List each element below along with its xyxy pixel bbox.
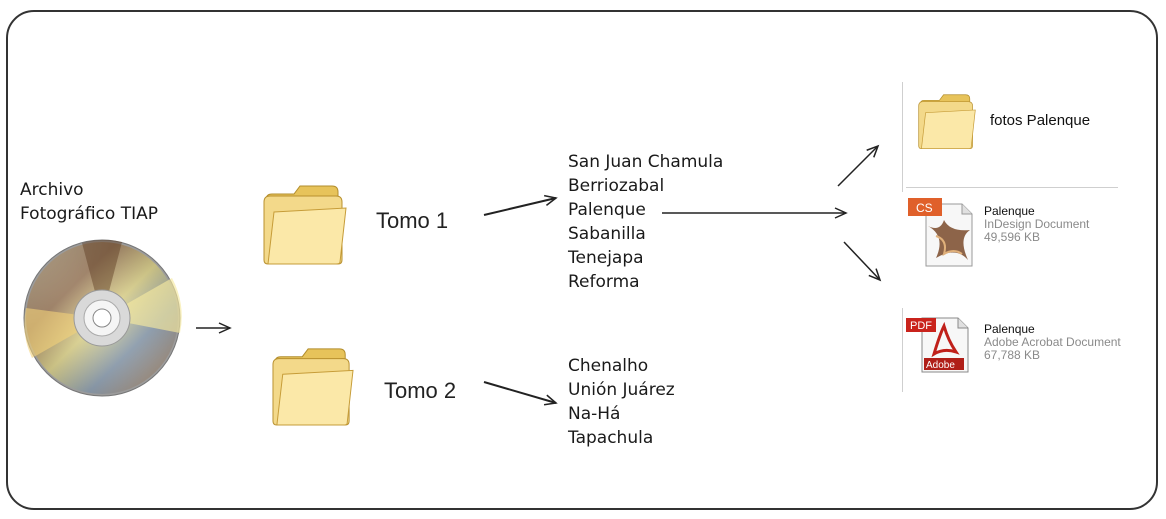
brand-text: Adobe: [926, 360, 955, 371]
tomo1-list: San Juan Chamula Berriozabal Palenque Sa…: [568, 150, 723, 294]
source-label-line2: Fotográfico TIAP: [20, 204, 158, 224]
file-size: 67,788 KB: [984, 348, 1041, 362]
file-type: InDesign Document: [984, 217, 1090, 231]
pdf-file-details: Palenque Adobe Acrobat Document 67,788 K…: [984, 322, 1121, 362]
file-type: Adobe Acrobat Document: [984, 335, 1121, 349]
diagram-frame: [6, 10, 1158, 510]
panel-divider: [902, 308, 903, 392]
file-name: Palenque: [984, 322, 1035, 336]
folder-label-tomo-2: Tomo 2: [384, 378, 457, 403]
pdf-file-icon: PDF Adobe: [906, 317, 969, 373]
list-item: Reforma: [568, 272, 640, 292]
badge-text: CS: [916, 201, 933, 215]
list-item: Unión Juárez: [568, 380, 675, 400]
photos-folder-label: fotos Palenque: [990, 112, 1091, 129]
list-item: San Juan Chamula: [568, 152, 724, 172]
file-size: 49,596 KB: [984, 230, 1041, 244]
tomo2-list: Chenalho Unión Juárez Na-Há Tapachula: [568, 354, 675, 450]
list-item: Tenejapa: [568, 248, 644, 268]
file-name: Palenque: [984, 204, 1035, 218]
panel-divider: [902, 82, 903, 192]
indesign-file-details: Palenque InDesign Document 49,596 KB: [984, 204, 1089, 244]
panel-divider: [906, 187, 1118, 188]
source-label-line1: Archivo: [20, 180, 84, 200]
folder-icon: [272, 348, 354, 426]
list-item: Palenque: [568, 200, 646, 220]
list-item: Chenalho: [568, 356, 649, 376]
indesign-file-icon: CS: [908, 198, 973, 267]
list-item: Na-Há: [568, 404, 621, 424]
cd-icon: [23, 239, 182, 397]
folder-icon: [263, 185, 347, 265]
list-item: Sabanilla: [568, 224, 646, 244]
list-item: Berriozabal: [568, 176, 665, 196]
badge-text: PDF: [910, 320, 932, 332]
source-label: Archivo Fotográfico TIAP: [20, 178, 158, 226]
folder-icon: [918, 94, 976, 149]
folder-label-tomo-1: Tomo 1: [376, 208, 449, 233]
list-item: Tapachula: [568, 428, 654, 448]
